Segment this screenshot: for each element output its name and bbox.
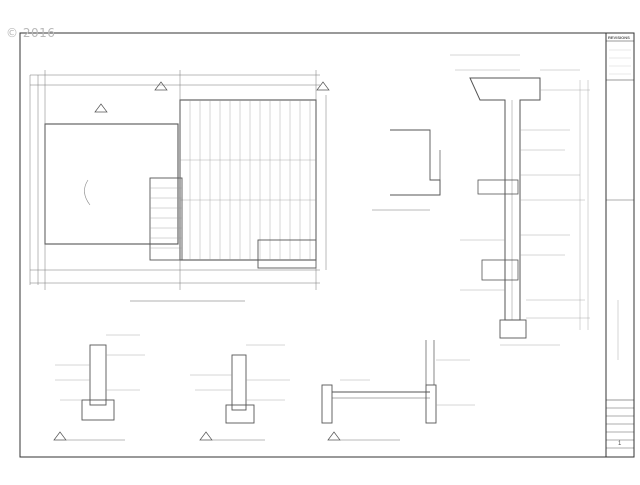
copyright-watermark: © 2016 (6, 26, 56, 40)
slab-detail (321, 340, 475, 441)
sheet-border (19, 32, 635, 458)
footing-detail-2 (190, 344, 290, 441)
title-block (605, 32, 635, 458)
sheet-number: 1 (618, 441, 622, 447)
foundation-plan (29, 70, 330, 302)
revisions-header: REVISIONS (608, 35, 630, 40)
wall-section (450, 54, 590, 346)
parapet-detail (372, 129, 441, 211)
footing-detail-1 (53, 334, 145, 441)
